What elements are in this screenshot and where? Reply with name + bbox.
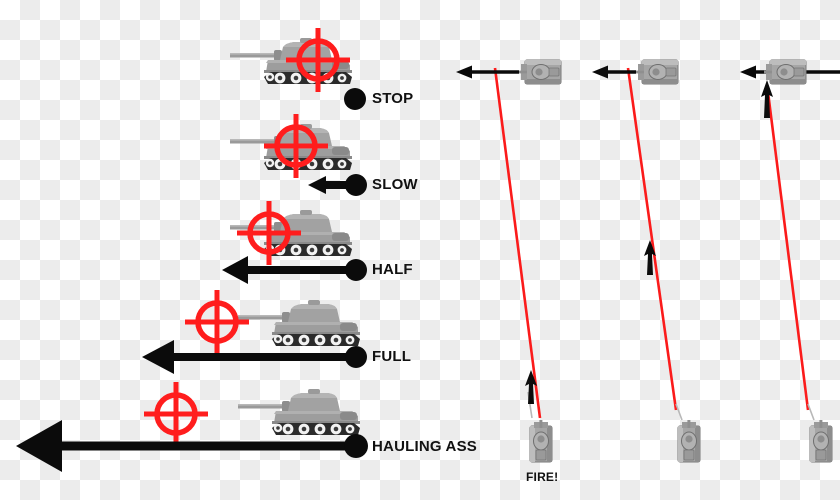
engagement-geometry-diagram — [456, 59, 840, 463]
lead-dot — [344, 434, 368, 458]
target-tank-icon — [635, 59, 679, 85]
chart-row-full — [142, 290, 367, 374]
shooter-barrel — [807, 403, 815, 421]
shooter-tank-icon — [677, 419, 701, 463]
speed-label-half: HALF — [372, 261, 413, 278]
speed-label-stop: STOP — [372, 90, 414, 107]
shot-direction-arrow — [644, 240, 656, 275]
lead-arrow-head — [16, 420, 62, 472]
speed-label-hauling-ass: HAULING ASS — [372, 438, 477, 455]
speed-label-slow: SLOW — [372, 176, 418, 193]
shot-direction-arrow — [525, 370, 537, 404]
crosshair-icon — [185, 290, 249, 354]
lead-reference-chart — [16, 28, 368, 472]
tank-side-icon — [238, 300, 360, 346]
chart-row-hauling-ass — [16, 382, 368, 472]
target-motion-arrow-head — [456, 65, 472, 79]
tank-side-icon — [238, 389, 360, 435]
target-motion-arrow-head — [740, 65, 756, 79]
shot-direction-arrow — [761, 80, 773, 118]
lead-dot — [345, 174, 367, 196]
engagement-column-2 — [592, 59, 701, 463]
lead-dot — [345, 346, 367, 368]
engagement-column-3 — [740, 59, 840, 463]
fire-label: FIRE! — [526, 470, 559, 484]
lead-dot — [344, 88, 366, 110]
chart-row-stop — [230, 28, 366, 110]
trajectory-line — [493, 67, 542, 419]
speed-label-full: FULL — [372, 348, 412, 365]
shooter-tank-icon — [529, 419, 553, 463]
trajectory-line — [626, 67, 678, 411]
target-tank-icon — [518, 59, 562, 85]
trajectory-line — [766, 91, 810, 411]
lead-arrow-head — [222, 256, 248, 284]
engagement-column-1 — [456, 59, 562, 463]
lead-dot — [345, 259, 367, 281]
chart-row-half — [222, 201, 367, 284]
crosshair-icon — [144, 382, 208, 446]
target-motion-arrow-head — [592, 65, 608, 79]
shooter-tank-icon — [809, 419, 833, 463]
chart-row-slow — [230, 114, 367, 196]
shooter-barrel — [675, 403, 683, 421]
lead-arrow-head — [308, 176, 326, 194]
lead-arrow-head — [142, 340, 174, 374]
target-tank-icon — [763, 59, 807, 85]
